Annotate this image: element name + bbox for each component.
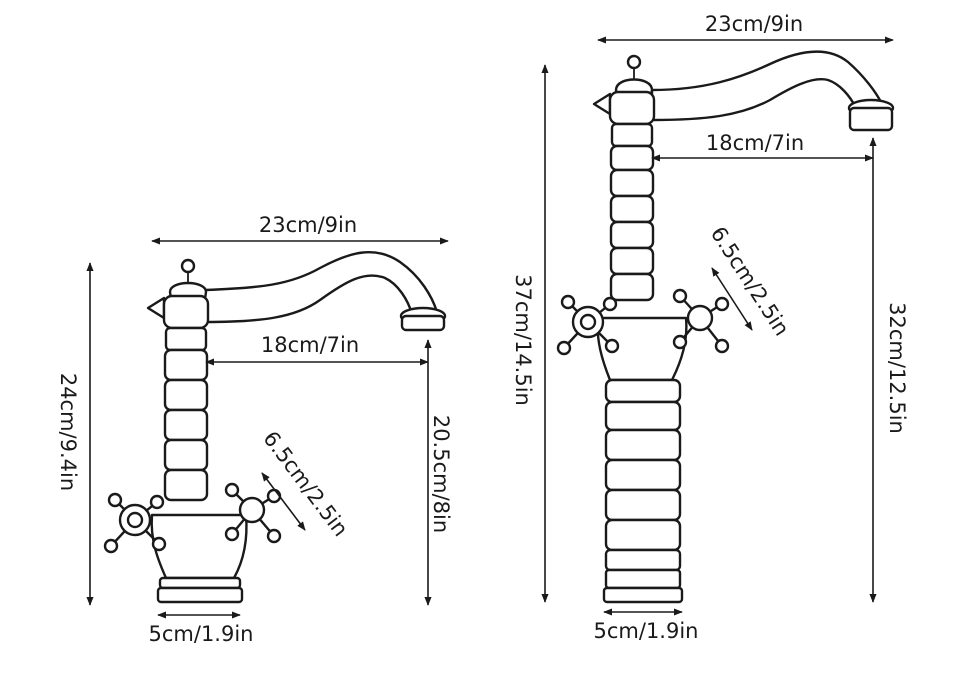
- small-base-label: 5cm/1.9in: [149, 622, 254, 646]
- tall-spout-height-label: 32cm/12.5in: [885, 302, 909, 434]
- small-spout-width-label: 23cm/9in: [259, 213, 357, 237]
- tall-handle-span-label: 6.5cm/2.5in: [706, 222, 794, 340]
- tall-faucet-drawing: [556, 50, 895, 604]
- small-handle-span-arrow: [261, 472, 306, 531]
- small-handle-span-label: 6.5cm/2.5in: [258, 427, 352, 541]
- small-spout-height-label: 20.5cm/8in: [429, 415, 453, 533]
- small-faucet-drawing: [103, 250, 447, 604]
- small-reach-label: 18cm/7in: [261, 333, 359, 357]
- tall-spout-width-label: 23cm/9in: [705, 12, 803, 36]
- tall-reach-label: 18cm/7in: [706, 131, 804, 155]
- tall-total-height-label: 37cm/14.5in: [511, 274, 535, 406]
- small-total-height-label: 24cm/9.4in: [56, 373, 80, 491]
- tall-base-label: 5cm/1.9in: [594, 619, 699, 643]
- tall-handle-span-arrow: [711, 267, 753, 331]
